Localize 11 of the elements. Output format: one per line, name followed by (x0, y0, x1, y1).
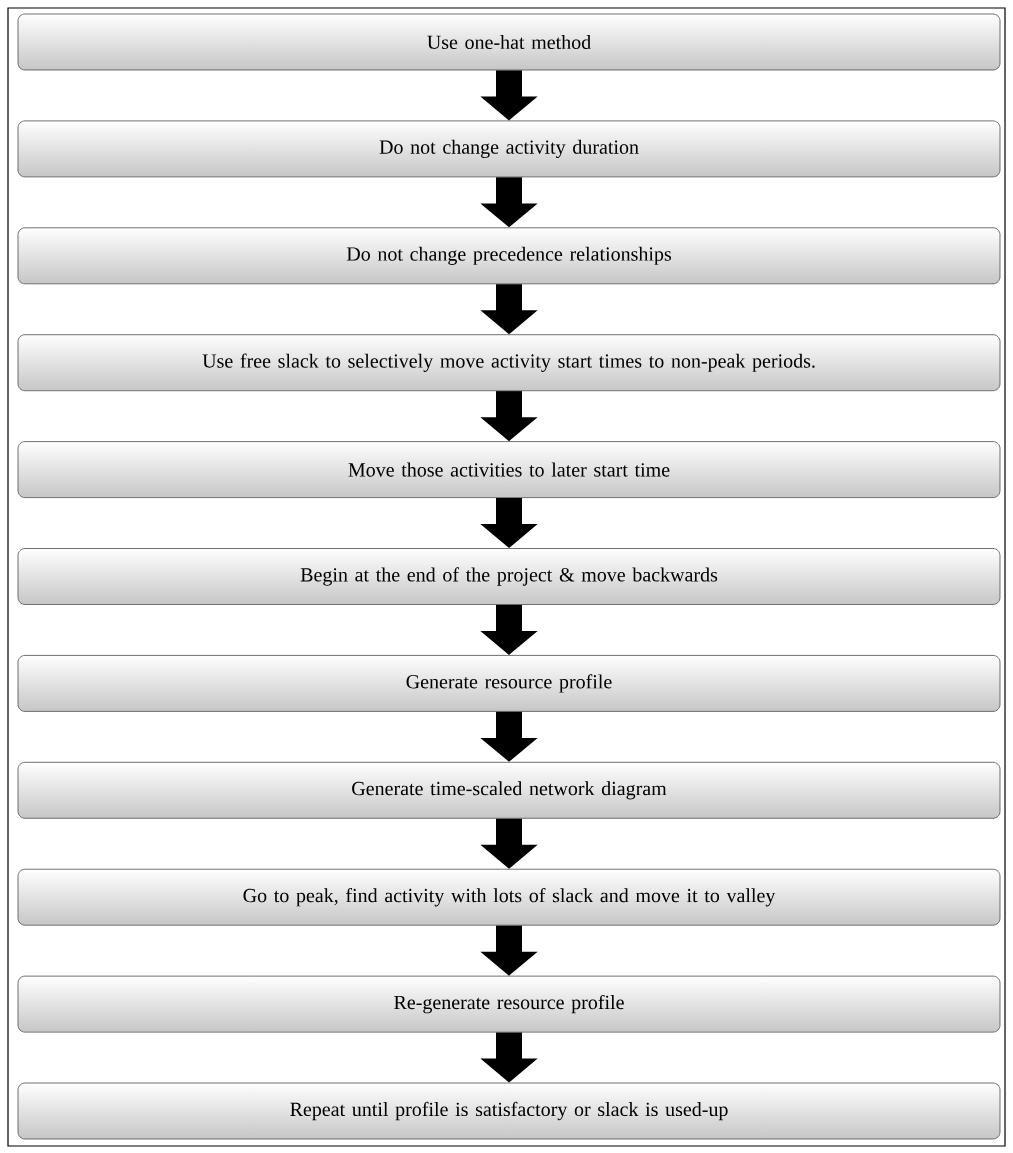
process-box: Generate time-scaled network diagram (17, 761, 1001, 819)
process-box: Go to peak, find activity with lots of slack and move it to valley (17, 868, 1001, 926)
process-box: Generate resource profile (17, 655, 1001, 712)
process-box: Re-generate resource profile (17, 975, 1001, 1033)
process-box: Use free slack to selectively move activity start times to non-peak periods. (17, 334, 1001, 392)
process-box: Use one-hat method (17, 13, 1001, 71)
process-box: Begin at the end of the project & move backwards (17, 548, 1001, 605)
process-box: Repeat until profile is satisfactory or slack is used-up (17, 1082, 1001, 1140)
process-box: Do not change precedence relationships (17, 227, 1001, 285)
process-box: Do not change activity duration (17, 120, 1001, 178)
process-box: Move those activities to later start time (17, 441, 1001, 498)
